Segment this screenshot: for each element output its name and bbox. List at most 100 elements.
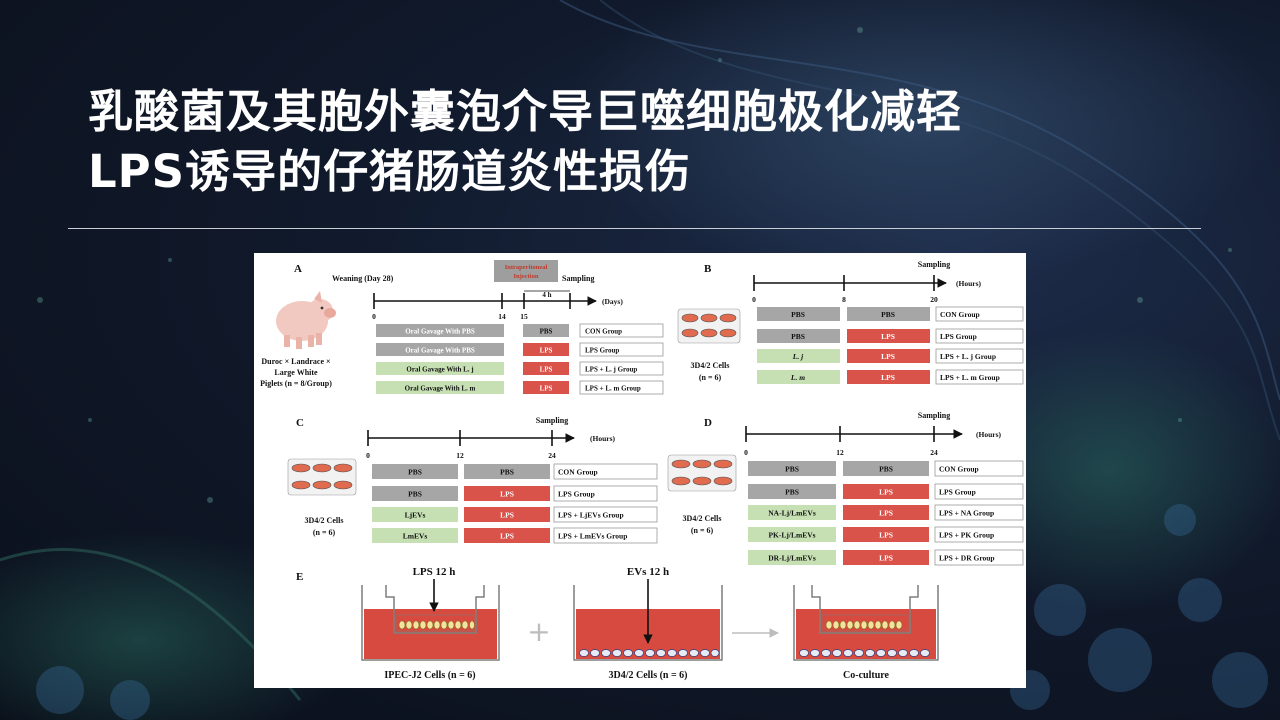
d-row4-treat: PK-Lj/LmEVs xyxy=(768,531,815,540)
panel-a-unit-label: (Days) xyxy=(602,297,623,306)
a-row1-treat-box xyxy=(376,324,504,337)
c-row3-treat: LjEVs xyxy=(405,511,426,520)
d-row2-challenge: LPS xyxy=(879,488,893,497)
a-row2-group-box xyxy=(579,342,664,357)
d-row1-challenge: PBS xyxy=(879,465,893,474)
d-row4-group: LPS + PK Group xyxy=(939,531,994,540)
a-row4-treat-box xyxy=(376,381,504,394)
d-row5-challenge: LPS xyxy=(879,554,893,563)
a-row1-challenge-box xyxy=(523,324,569,337)
c-row2-group: LPS Group xyxy=(558,490,595,499)
b-row2-treat: PBS xyxy=(791,332,805,341)
a-row2-treat-box xyxy=(376,343,504,356)
b-row4-treat-box xyxy=(757,370,840,384)
panel-b-sampling-label: Sampling xyxy=(918,260,950,269)
panel-b-unit-label: (Hours) xyxy=(956,279,982,288)
panel-c-tick-label-12: 12 xyxy=(456,451,464,460)
panel-b-cells-line1: 3D4/2 Cells xyxy=(691,361,730,370)
subject-label-line3: Piglets (n = 8/Group) xyxy=(260,379,332,388)
c-row1-group: CON Group xyxy=(558,468,598,477)
b-row3-treat: L. j xyxy=(792,352,804,361)
panel-c-cells-line1: 3D4/2 Cells xyxy=(305,516,344,525)
c-row1-treat: PBS xyxy=(408,468,422,477)
c-row4-challenge-box xyxy=(464,528,550,543)
c-row2-treat: PBS xyxy=(408,490,422,499)
panel-c: C Sampling 0 12 24 (Hours) 3D4/2 Cells (… xyxy=(287,416,658,544)
d-row2-treat-box xyxy=(748,484,836,499)
d-row5-group: LPS + DR Group xyxy=(939,554,995,563)
slide-title: 乳酸菌及其胞外囊泡介导巨噬细胞极化减轻 LPS诱导的仔猪肠道炎性损伤 xyxy=(88,82,1208,202)
b-row1-group-box xyxy=(935,306,1024,322)
b-row1-challenge: PBS xyxy=(881,310,895,319)
cell-plate-icon xyxy=(667,454,737,492)
c-row3-treat-box xyxy=(372,507,458,522)
d-row5-challenge-box xyxy=(843,550,929,565)
c-row2-group-box xyxy=(553,485,658,502)
d-row1-treat: PBS xyxy=(785,465,799,474)
well1-caption: IPEC-J2 Cells (n = 6) xyxy=(384,670,475,681)
d-row2-treat: PBS xyxy=(785,488,799,497)
panel-d-tick-label-12: 12 xyxy=(836,448,844,457)
a-row1-treat: Oral Gavage With PBS xyxy=(405,328,475,336)
d-row4-challenge-box xyxy=(843,527,929,542)
a-row4-challenge: LPS xyxy=(540,385,553,393)
d-row3-group: LPS + NA Group xyxy=(939,509,994,518)
panel-e: E LPS 12 h IPEC-J2 Cells (n = 6) + xyxy=(296,566,939,681)
experimental-design-figure: A Weaning (Day 28) Intraperitoneal Injec… xyxy=(254,253,1026,688)
panel-c-letter: C xyxy=(296,417,304,429)
panel-b: B Sampling 0 8 20 (Hours) 3D4/2 Cells (n… xyxy=(677,260,1024,385)
panel-d-cells-line1: 3D4/2 Cells xyxy=(683,514,722,523)
panel-b-tick-label-20: 20 xyxy=(930,295,938,304)
a-row3-challenge-box xyxy=(523,362,569,375)
d-row1-group-box xyxy=(934,460,1024,477)
a-row1-group-box xyxy=(579,323,664,338)
cell-plate-icon xyxy=(287,458,357,496)
b-row3-challenge: LPS xyxy=(881,352,895,361)
c-row4-group: LPS + LmEVs Group xyxy=(558,532,627,541)
plus-sign: + xyxy=(527,615,550,648)
c-row3-group: LPS + LjEVs Group xyxy=(558,511,624,520)
b-row1-group: CON Group xyxy=(940,310,980,319)
b-row3-treat-box xyxy=(757,349,840,363)
well-ipec-j2 xyxy=(361,585,500,661)
panel-d-letter: D xyxy=(704,417,712,429)
d-row3-treat-box xyxy=(748,505,836,520)
cell-plate-icon xyxy=(677,308,741,344)
panel-b-tick-label-8: 8 xyxy=(842,295,846,304)
b-row1-challenge-box xyxy=(847,307,930,321)
b-row4-group-box xyxy=(935,369,1024,385)
b-row4-challenge-box xyxy=(847,370,930,384)
panel-d: D Sampling 0 12 24 (Hours) 3D4/2 Cells (… xyxy=(667,411,1024,566)
well-co-culture xyxy=(793,585,939,661)
panel-a-letter: A xyxy=(294,263,302,275)
lps-12h-label: LPS 12 h xyxy=(413,566,456,578)
a-row2-challenge: LPS xyxy=(540,347,553,355)
d-row2-group-box xyxy=(934,483,1024,500)
panel-a-tick-label-0: 0 xyxy=(372,312,376,321)
injection-box xyxy=(494,260,558,282)
a-row3-challenge: LPS xyxy=(540,366,553,374)
d-row4-group-box xyxy=(934,526,1024,543)
c-row2-treat-box xyxy=(372,486,458,501)
a-row2-group: LPS Group xyxy=(585,347,619,355)
c-row3-challenge: LPS xyxy=(500,511,514,520)
d-row1-treat-box xyxy=(748,461,836,476)
c-row4-treat: LmEVs xyxy=(403,532,428,541)
b-row2-group: LPS Group xyxy=(940,332,977,341)
panel-a-tick-label-14: 14 xyxy=(498,312,506,321)
well2-caption: 3D4/2 Cells (n = 6) xyxy=(608,670,687,681)
injection-label-line2: Injection xyxy=(514,273,539,280)
c-row4-treat-box xyxy=(372,528,458,543)
d-row2-group: LPS Group xyxy=(939,488,976,497)
title-divider xyxy=(68,228,1201,229)
panel-d-unit-label: (Hours) xyxy=(976,430,1002,439)
subject-label-line2: Large White xyxy=(274,368,318,377)
panel-c-sampling-label: Sampling xyxy=(536,416,568,425)
c-row1-challenge: PBS xyxy=(500,468,514,477)
slide-title-line-1: 乳酸菌及其胞外囊泡介导巨噬细胞极化减轻 xyxy=(88,85,963,138)
figure-canvas: A Weaning (Day 28) Intraperitoneal Injec… xyxy=(260,260,1024,681)
panel-c-unit-label: (Hours) xyxy=(590,434,616,443)
b-row4-group: LPS + L. m Group xyxy=(940,373,1000,382)
panel-c-cells-line2: (n = 6) xyxy=(313,528,336,537)
b-row2-group-box xyxy=(935,328,1024,344)
